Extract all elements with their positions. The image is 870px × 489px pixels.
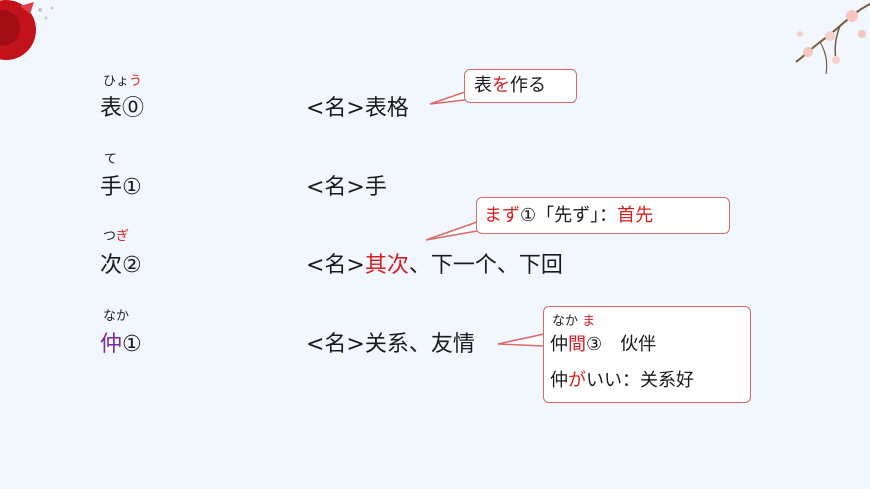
meaning-te: <名>手 bbox=[306, 175, 387, 200]
callout-naka-line2: 仲がいい：关系好 bbox=[550, 370, 694, 391]
callout-hyou: 表を作る bbox=[464, 69, 577, 103]
meaning-naka: <名>关系、友情 bbox=[306, 332, 475, 357]
callout-tsugi: まず①「先ず」：首先 bbox=[476, 197, 730, 234]
callout-hyou-text: 表を作る bbox=[474, 75, 546, 96]
ruby-hyou: ひょう bbox=[103, 74, 143, 89]
meaning-hyou: <名>表格 bbox=[306, 96, 409, 121]
plum-blossom-icon bbox=[795, 3, 870, 75]
callout-naka: なか ま 仲間③ 伙伴 仲がいい：关系好 bbox=[543, 306, 751, 403]
meaning-tsugi: <名>其次、下一个、下回 bbox=[306, 253, 563, 278]
callout-naka-ruby: なか ま bbox=[552, 314, 596, 329]
callout-tsugi-text: まず①「先ず」：首先 bbox=[484, 205, 654, 226]
red-flower-icon bbox=[0, 0, 54, 60]
word-tsugi: 次② bbox=[100, 253, 142, 278]
word-te: 手① bbox=[100, 175, 142, 200]
word-hyou: 表⓪ bbox=[100, 96, 145, 121]
ruby-naka: なか bbox=[103, 309, 130, 324]
ruby-te: て bbox=[104, 152, 118, 167]
word-naka: 仲① bbox=[100, 332, 142, 357]
ruby-tsugi: つぎ bbox=[103, 229, 130, 244]
callout-naka-line1: 仲間③ 伙伴 bbox=[550, 334, 657, 355]
